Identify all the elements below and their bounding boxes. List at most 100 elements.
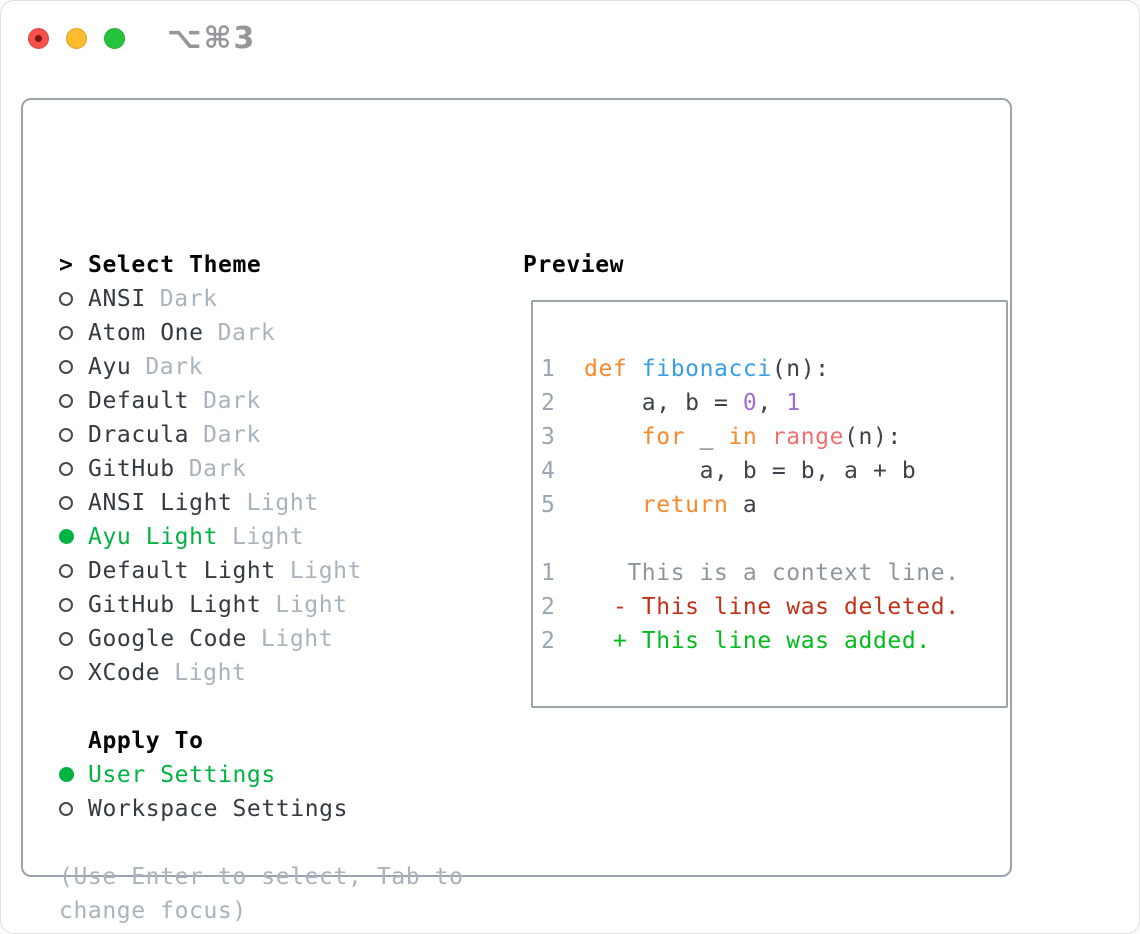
radio-icon	[59, 452, 88, 486]
line-number: 1	[541, 356, 556, 382]
line-number: 2	[541, 628, 556, 654]
theme-name: Dracula	[88, 422, 190, 448]
code-line: 2 - This line was deleted.	[541, 590, 1006, 624]
code-segment	[757, 424, 771, 450]
theme-option-default-light[interactable]: Default Light Light	[59, 554, 509, 588]
code-segment: return	[641, 492, 729, 518]
window-title: ⌥⌘3	[167, 21, 257, 56]
code-segment: 0	[742, 390, 758, 416]
spacer	[59, 826, 509, 860]
code-line: 4 a, b = b, a + b	[541, 454, 1006, 488]
code-line: 1 This is a context line.	[541, 556, 1006, 590]
code-segment: a	[728, 492, 758, 518]
theme-name: Default Light	[88, 558, 276, 584]
theme-name: ANSI Light	[88, 490, 233, 516]
theme-variant-tag: Dark	[203, 388, 261, 414]
line-number: 2	[541, 594, 556, 620]
theme-option-dracula[interactable]: Dracula Dark	[59, 418, 509, 452]
theme-option-ayu-light[interactable]: Ayu Light Light	[59, 520, 509, 554]
radio-icon	[59, 656, 88, 690]
theme-name: GitHub	[88, 456, 175, 482]
window-titlebar: ⌥⌘3	[1, 1, 1139, 71]
theme-name: ANSI	[88, 286, 146, 312]
radio-icon	[59, 384, 88, 418]
theme-name: Ayu	[88, 354, 132, 380]
code-line: 2 a, b = 0, 1	[541, 386, 1006, 420]
code-line	[541, 522, 1006, 556]
radio-icon	[59, 554, 88, 588]
code-segment: + This line was added.	[612, 628, 931, 654]
apply-option-label: Workspace Settings	[88, 796, 349, 822]
code-segment	[584, 492, 642, 518]
radio-selected-icon	[59, 758, 88, 792]
code-segment: range	[771, 424, 845, 450]
apply-to-header: Apply To	[59, 724, 509, 758]
theme-option-default[interactable]: Default Dark	[59, 384, 509, 418]
focus-arrow-icon: >	[59, 252, 74, 278]
code-segment	[584, 628, 613, 654]
code-segment	[584, 594, 613, 620]
theme-option-ayu[interactable]: Ayu Dark	[59, 350, 509, 384]
preview-title: Preview	[523, 252, 625, 278]
radio-icon	[59, 418, 88, 452]
code-segment: ,	[757, 390, 787, 416]
radio-selected-icon	[59, 520, 88, 554]
apply-to-title: Apply To	[88, 728, 204, 754]
code-segment: (n):	[771, 356, 830, 382]
code-segment: (n):	[844, 424, 902, 450]
select-theme-header: > Select Theme	[59, 248, 509, 282]
theme-name: Ayu Light	[88, 524, 219, 550]
radio-icon	[59, 486, 88, 520]
theme-variant-tag: Light	[174, 660, 247, 686]
apply-option-user-settings[interactable]: User Settings	[59, 758, 509, 792]
close-button[interactable]	[28, 28, 49, 49]
radio-icon	[59, 282, 88, 316]
code-segment: a, b =	[584, 390, 743, 416]
code-segment: This is a context line.	[584, 560, 960, 586]
zoom-button[interactable]	[104, 28, 125, 49]
theme-variant-tag: Light	[275, 592, 348, 618]
theme-variant-tag: Light	[289, 558, 363, 584]
radio-icon	[59, 622, 88, 656]
theme-variant-tag: Dark	[203, 422, 261, 448]
theme-variant-tag: Dark	[188, 456, 247, 482]
line-number: 3	[541, 424, 556, 450]
theme-name: Default	[88, 388, 190, 414]
theme-variant-tag: Light	[232, 524, 305, 550]
line-number: 2	[541, 390, 556, 416]
select-theme-title: Select Theme	[88, 252, 262, 278]
line-number: 1	[541, 560, 556, 586]
code-segment: _	[685, 424, 729, 450]
apply-option-workspace-settings[interactable]: Workspace Settings	[59, 792, 509, 826]
minimize-button[interactable]	[66, 28, 87, 49]
radio-icon	[59, 588, 88, 622]
unsaved-dot-icon	[35, 35, 42, 42]
theme-name: XCode	[88, 660, 161, 686]
theme-option-github[interactable]: GitHub Dark	[59, 452, 509, 486]
code-segment	[584, 424, 642, 450]
line-number: 5	[541, 492, 556, 518]
radio-icon	[59, 350, 88, 384]
code-segment: def	[584, 356, 642, 382]
theme-option-xcode[interactable]: XCode Light	[59, 656, 509, 690]
code-line: 2 + This line was added.	[541, 624, 1006, 658]
theme-variant-tag: Light	[260, 626, 334, 652]
radio-icon	[59, 792, 88, 826]
code-segment: for	[641, 424, 686, 450]
code-segment: fibonacci	[641, 356, 772, 382]
theme-variant-tag: Dark	[145, 354, 204, 380]
spacer	[59, 690, 509, 724]
code-segment: - This line was deleted.	[612, 594, 960, 620]
